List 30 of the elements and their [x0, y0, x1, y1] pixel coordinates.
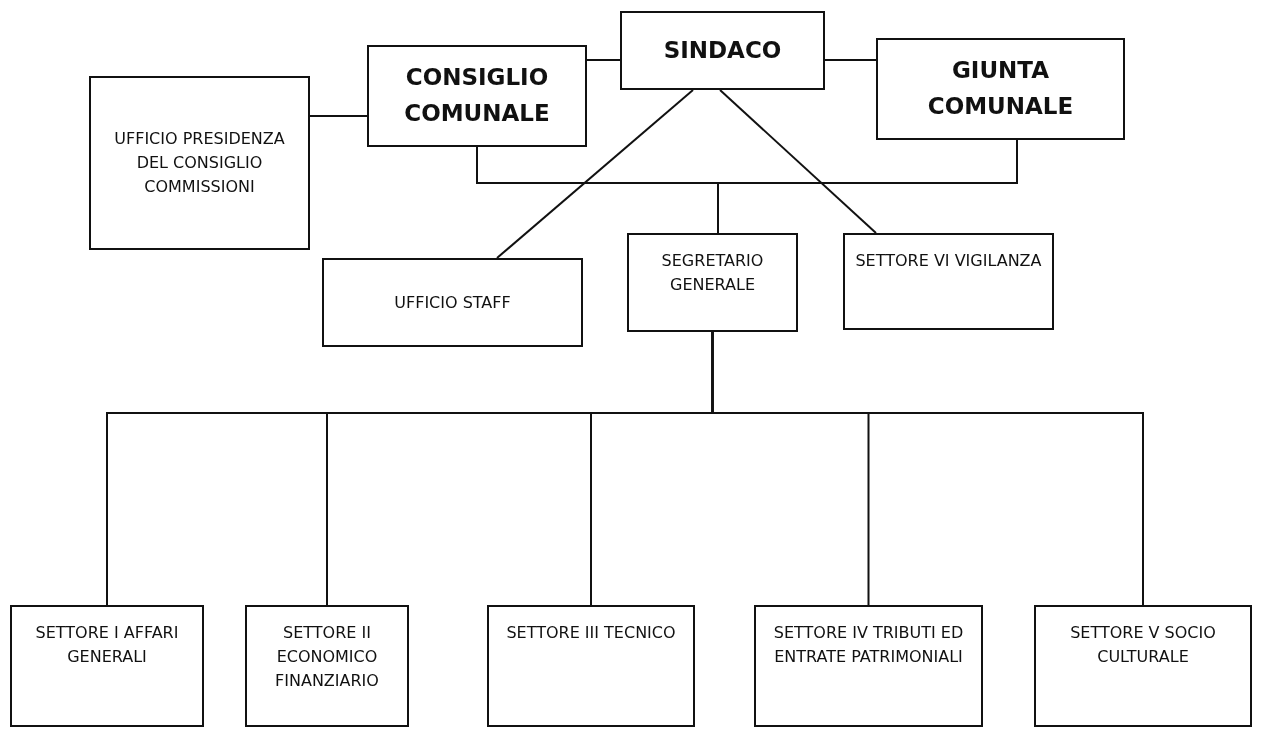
organ-box	[620, 11, 825, 90]
box-label: SETTORE V SOCIO CULTURALE	[1069, 622, 1217, 668]
box-label: SETTORE IV TRIBUTI ED ENTRATE PATRIMONIALI	[772, 622, 965, 668]
box-label: SETTORE III TECNICO	[506, 622, 676, 644]
office-box	[843, 233, 1054, 330]
office-box	[627, 233, 798, 332]
box-label: SETTORE VI VIGILANZA	[855, 250, 1042, 272]
connector-line	[711, 331, 1144, 606]
office-box	[10, 605, 204, 727]
box-label: GIUNTA COMUNALE	[926, 56, 1075, 121]
box-label: UFFICIO PRESIDENZA DEL CONSIGLIO COMMISSIONI	[113, 128, 286, 198]
box-label: CONSIGLIO COMUNALE	[403, 63, 551, 128]
office-box	[487, 605, 695, 727]
office-box	[322, 258, 583, 347]
box-label: SINDACO	[662, 35, 783, 65]
connector-line	[309, 115, 368, 117]
connector-line	[586, 59, 621, 61]
box-label: SETTORE II ECONOMICO FINANZIARIO	[274, 622, 380, 692]
box-label: SETTORE I AFFARI GENERALI	[34, 622, 180, 668]
connector-line	[496, 89, 694, 259]
connector-line	[824, 59, 877, 61]
office-box	[245, 605, 409, 727]
office-box	[1034, 605, 1252, 727]
box-label: UFFICIO STAFF	[394, 291, 511, 314]
box-label: SEGRETARIO GENERALE	[660, 250, 765, 296]
office-box	[754, 605, 983, 727]
organ-box	[367, 45, 587, 147]
office-box	[89, 76, 310, 250]
connector-line	[719, 89, 877, 234]
organ-box	[876, 38, 1125, 140]
